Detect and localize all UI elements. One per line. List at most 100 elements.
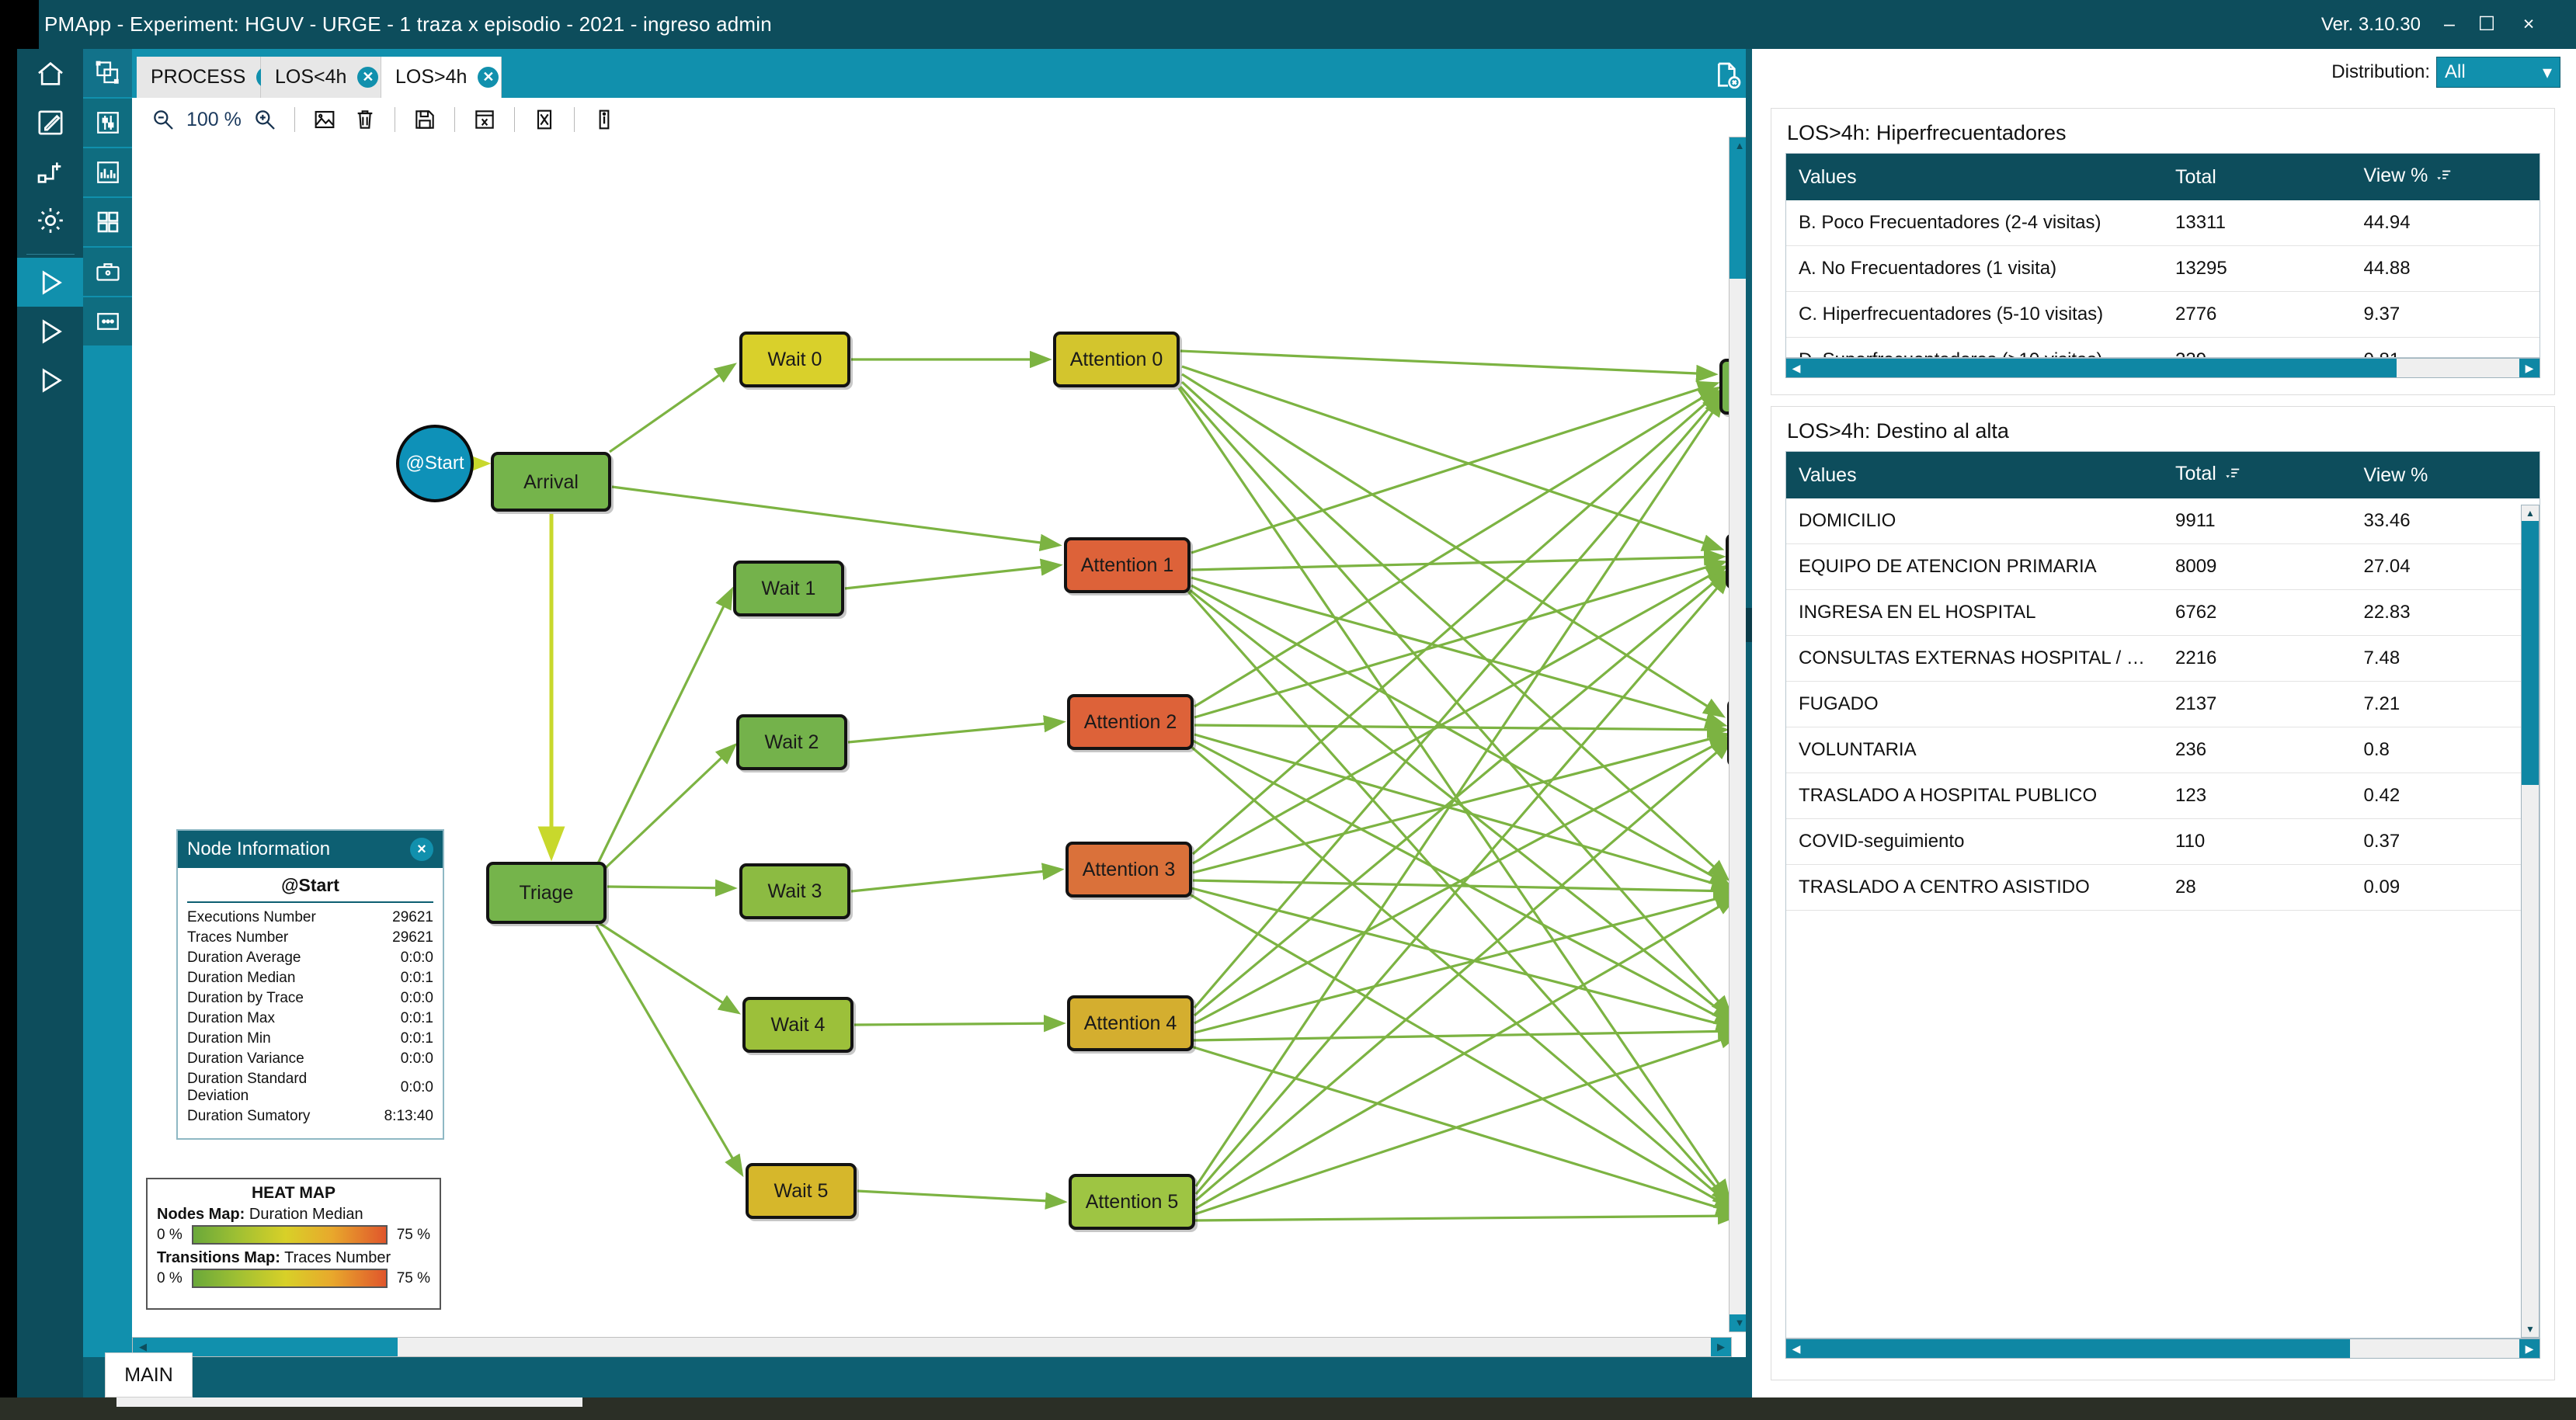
scroll-left-arrow[interactable]: ◀ (1786, 359, 1806, 377)
diagram-node-att0[interactable]: Attention 0 (1053, 332, 1180, 387)
scroll-right-arrow[interactable]: ▶ (1711, 1338, 1731, 1356)
column-header-viewpct[interactable]: View % (2351, 154, 2539, 200)
metric-label: Duration Average (187, 950, 301, 966)
transitions-gradient-bar (191, 1269, 388, 1288)
scrollbar-thumb[interactable] (153, 1338, 398, 1356)
main-tab[interactable]: MAIN (105, 1352, 193, 1397)
save-icon[interactable] (405, 99, 445, 140)
toolbox-icon[interactable] (83, 248, 132, 297)
scroll-up-arrow[interactable]: ▲ (2522, 505, 2539, 521)
close-icon[interactable]: × (410, 838, 433, 861)
tab-process[interactable]: PROCESS ✕ (137, 57, 278, 98)
more-icon[interactable] (83, 297, 132, 347)
gear-icon[interactable] (17, 196, 83, 245)
metric-label: Duration Min (187, 1030, 271, 1047)
zoom-in-icon[interactable] (245, 99, 285, 140)
scroll-down-arrow[interactable]: ▼ (1730, 1314, 1750, 1331)
export-csv-icon[interactable] (464, 99, 505, 140)
cell-values: B. Poco Frecuentadores (2-4 visitas) (1786, 200, 2163, 246)
column-header-values[interactable]: Values (1786, 154, 2163, 200)
column-header-total[interactable]: Total (2163, 452, 2352, 498)
play-icon-1[interactable] (17, 258, 83, 307)
diagram-node-wait1[interactable]: Wait 1 (733, 561, 844, 616)
scroll-down-arrow[interactable]: ▼ (2522, 1321, 2539, 1337)
minimize-button[interactable]: – (2444, 13, 2455, 35)
close-document-icon[interactable] (1712, 60, 1743, 91)
scrollbar-thumb[interactable] (2522, 521, 2539, 785)
home-icon[interactable] (17, 49, 83, 98)
scrollbar-thumb[interactable] (1806, 359, 2397, 377)
diagram-node-att2[interactable]: Attention 2 (1067, 694, 1194, 750)
diagram-node-wait4[interactable]: Wait 4 (742, 997, 853, 1053)
grid-icon[interactable] (83, 198, 132, 248)
nodes-map-label: Nodes Map: (157, 1206, 245, 1223)
close-button[interactable]: × (2522, 13, 2535, 35)
diagram-node-att1[interactable]: Attention 1 (1064, 537, 1191, 593)
add-connection-icon[interactable] (17, 147, 83, 196)
zoom-out-icon[interactable] (143, 99, 183, 140)
maximize-button[interactable]: ☐ (2477, 13, 2496, 35)
metric-value: 0:0:1 (400, 1010, 433, 1026)
edit-icon[interactable] (17, 98, 83, 147)
tab-los-lt-4h[interactable]: LOS<4h ✕ (261, 57, 381, 98)
sliders-icon[interactable] (83, 99, 132, 148)
diagram-node-wait3[interactable]: Wait 3 (739, 863, 850, 919)
divider-grip[interactable] (1746, 608, 1752, 642)
transitions-map-metric: Traces Number (284, 1249, 391, 1266)
scrollbar-thumb[interactable] (1806, 1339, 2350, 1358)
distribution-select[interactable]: All ▾ (2436, 57, 2560, 88)
cell-total: 6762 (2163, 589, 2352, 636)
close-icon[interactable]: ✕ (357, 67, 379, 88)
diagram-node-att3[interactable]: Attention 3 (1066, 842, 1192, 897)
table-row[interactable]: D. Superfrecuentadores (>10 visitas)2390… (1786, 337, 2539, 357)
diagram-node-att4[interactable]: Attention 4 (1067, 995, 1194, 1051)
scroll-up-arrow[interactable]: ▲ (1730, 137, 1750, 154)
table-horizontal-scrollbar[interactable]: ◀ ▶ (1785, 358, 2540, 378)
table-vertical-scrollbar[interactable]: ▲ ▼ (2521, 505, 2539, 1338)
diagram-node-att5[interactable]: Attention 5 (1069, 1174, 1195, 1230)
export-image-icon[interactable] (304, 99, 345, 140)
table-row[interactable]: C. Hiperfrecuentadores (5-10 visitas)277… (1786, 291, 2539, 338)
barchart-icon[interactable] (83, 148, 132, 198)
data-table: Values Total View % B. Poco Frecuentador… (1786, 154, 2539, 357)
diagram-node-triage[interactable]: Triage (486, 862, 607, 924)
canvas-horizontal-scrollbar[interactable]: ◀ ▶ (132, 1337, 1732, 1357)
delete-icon[interactable] (345, 99, 385, 140)
play-icon-3[interactable] (17, 356, 83, 404)
scroll-right-arrow[interactable]: ▶ (2519, 359, 2539, 377)
layers-icon[interactable] (83, 49, 132, 99)
panel-divider[interactable] (1746, 49, 1752, 1397)
diagram-node-start[interactable]: @Start (396, 425, 474, 502)
column-header-viewpct[interactable]: View % (2351, 452, 2539, 498)
tab-los-gt-4h[interactable]: LOS>4h ✕ (381, 57, 502, 98)
cell-values: TRASLADO A CENTRO ASISTIDO (1786, 864, 2163, 911)
diagram-node-wait2[interactable]: Wait 2 (736, 714, 847, 770)
info-icon[interactable] (584, 99, 624, 140)
scroll-right-arrow[interactable]: ▶ (2519, 1339, 2539, 1358)
scroll-left-arrow[interactable]: ◀ (1786, 1339, 1806, 1358)
scale-max: 75 % (396, 1226, 430, 1243)
column-header-total[interactable]: Total (2163, 154, 2352, 200)
cell-view-pct: 0.81 (2351, 337, 2539, 357)
close-icon[interactable]: ✕ (478, 67, 499, 88)
play-icon-2[interactable] (17, 307, 83, 356)
diagram-node-wait5[interactable]: Wait 5 (746, 1163, 857, 1219)
column-header-values[interactable]: Values (1786, 452, 2163, 498)
card-destino-al-alta: LOS>4h: Destino al alta Values Total Vie… (1771, 406, 2555, 1380)
diagram-node-wait0[interactable]: Wait 0 (739, 332, 850, 387)
table-horizontal-scrollbar[interactable]: ◀ ▶ (1785, 1338, 2540, 1359)
table-row[interactable]: B. Poco Frecuentadores (2-4 visitas)1331… (1786, 200, 2539, 246)
export-excel-icon[interactable] (524, 99, 565, 140)
diagram-node-arrival[interactable]: Arrival (491, 452, 611, 512)
